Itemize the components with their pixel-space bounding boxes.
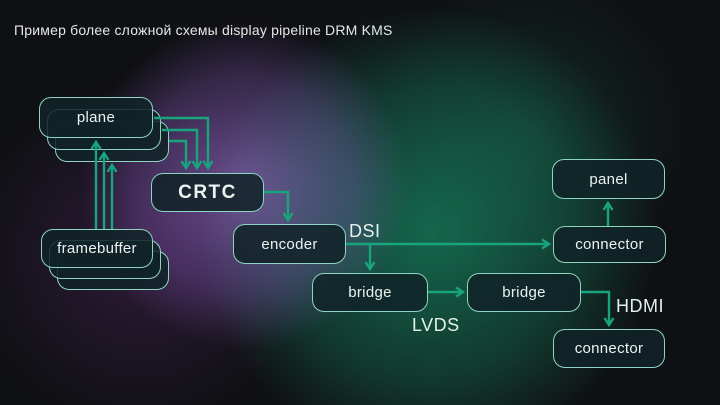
node-encoder: encoder: [233, 224, 346, 264]
node-crtc-label: CRTC: [178, 181, 237, 203]
node-connector-hdmi: connector: [553, 329, 665, 368]
node-plane-label: plane: [76, 109, 116, 126]
bus-label-hdmi: HDMI: [616, 296, 664, 316]
node-connector-hdmi-label: connector: [574, 340, 644, 357]
edge-bridge2-to-connector-hdmi: [581, 290, 615, 328]
node-connector-dsi: connector: [553, 226, 666, 263]
bus-label-lvds: LVDS: [412, 315, 460, 335]
node-framebuffer-label: framebuffer: [57, 240, 137, 257]
node-framebuffer: framebuffer: [41, 229, 153, 268]
node-encoder-label: encoder: [261, 235, 318, 253]
node-bridge-2-label: bridge: [502, 284, 546, 301]
node-bridge-2: bridge: [467, 273, 581, 312]
node-plane: plane: [39, 97, 153, 138]
node-panel: panel: [552, 159, 665, 199]
node-connector-dsi-label: connector: [575, 236, 644, 253]
node-bridge-1: bridge: [312, 273, 428, 312]
node-crtc: CRTC: [151, 173, 264, 212]
edge-crtc-to-encoder: [264, 190, 294, 223]
node-bridge-1-label: bridge: [348, 284, 392, 301]
bus-label-dsi: DSI: [349, 221, 381, 241]
slide-title: Пример более сложной схемы display pipel…: [14, 22, 393, 38]
node-panel-label: panel: [589, 170, 628, 188]
edge-plane3-to-crtc: [169, 139, 192, 171]
